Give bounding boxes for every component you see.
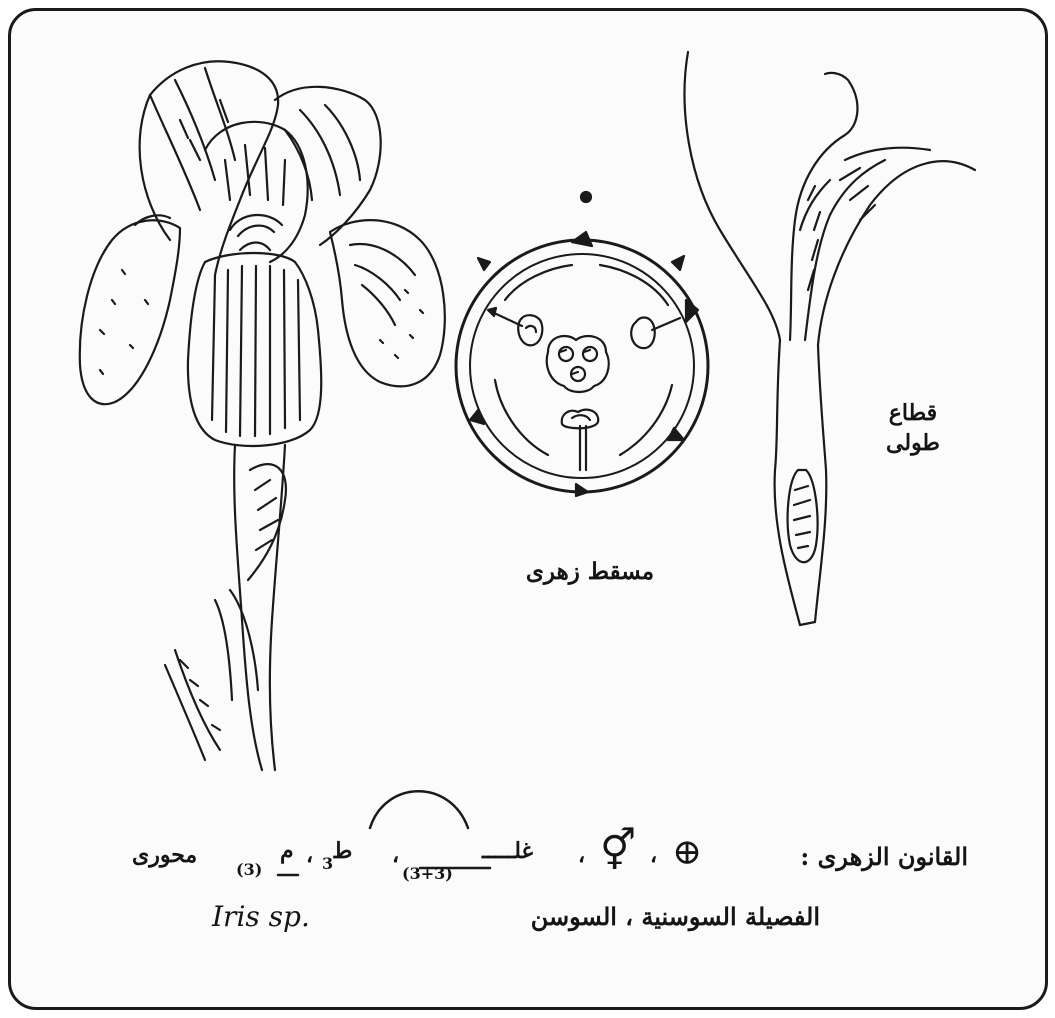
- axis-dot: [581, 192, 591, 202]
- family-caption: Iris sp. الفصيلة السوسنية ، السوسن: [180, 900, 840, 942]
- perianth-symbol: غلـــــ: [482, 838, 533, 864]
- actinomorphic-symbol: ⊕: [672, 832, 702, 873]
- iris-flower-drawing: [80, 61, 445, 770]
- separator-4: ،: [306, 842, 313, 868]
- carpels-symbol: م: [280, 838, 294, 864]
- floral-diagram: [456, 192, 708, 496]
- perianth-count: (3+3): [402, 864, 453, 883]
- bisexual-symbol: ⚥: [600, 828, 636, 874]
- stamens-symbol: ط: [332, 838, 352, 864]
- separator-3: ،: [392, 842, 399, 868]
- placentation-label: محورى: [132, 842, 197, 868]
- floral-diagram-label: مسقط زهرى: [470, 558, 710, 585]
- longitudinal-section-label: قطاع طولى: [858, 398, 968, 458]
- longitudinal-section: [685, 52, 975, 625]
- arabic-family-name: الفصيلة السوسنية ، السوسن: [531, 902, 820, 931]
- latin-name: Iris sp.: [212, 900, 310, 933]
- separator-2: ،: [578, 842, 585, 868]
- separator-1: ،: [650, 842, 657, 868]
- stamens-count: 3: [322, 854, 333, 873]
- formula-title: القانون الزهرى :: [800, 842, 968, 871]
- carpels-count: (3): [236, 860, 262, 879]
- floral-formula: القانون الزهرى : ⊕ ، ⚥ ، غلـــــ (3+3) ،…: [120, 832, 970, 892]
- outer-bract-circle: [456, 240, 708, 492]
- perianth-union-arc: [370, 791, 468, 828]
- inner-perianth-circle: [470, 254, 694, 478]
